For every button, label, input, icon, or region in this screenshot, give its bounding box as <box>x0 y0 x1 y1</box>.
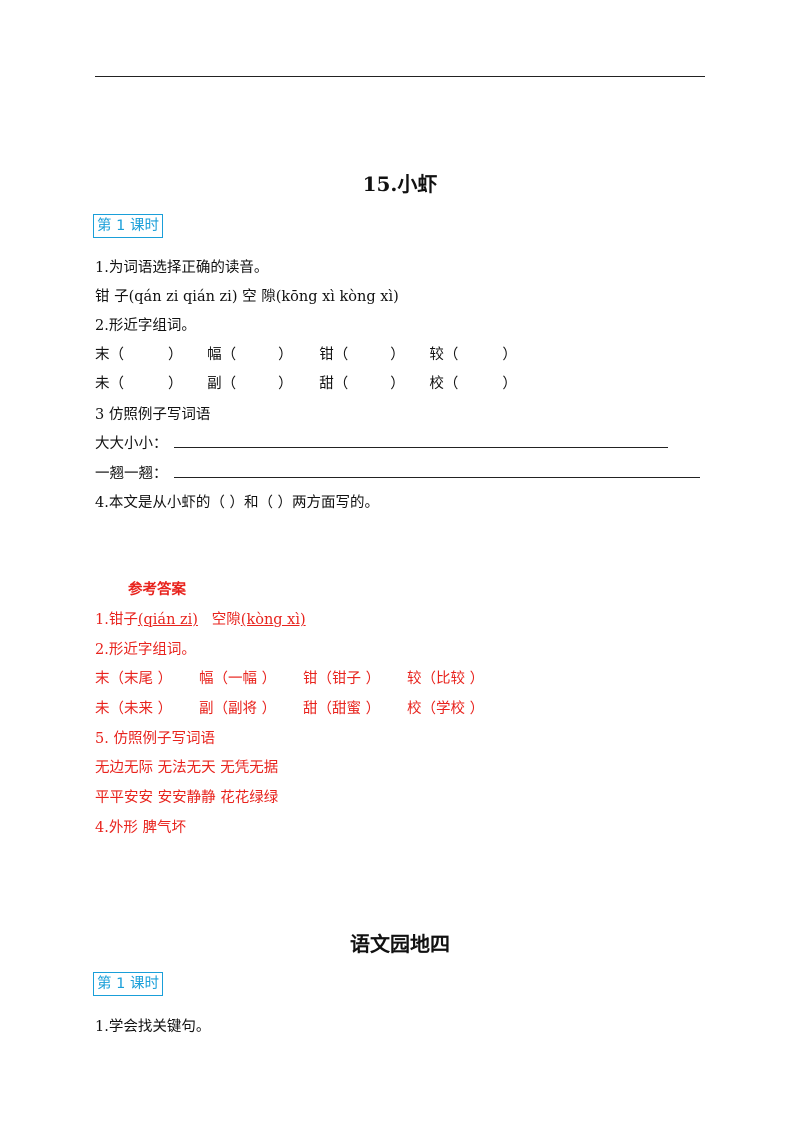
question-3: 3 仿照例子写词语 <box>95 407 211 423</box>
lesson-badge: 第 1 课时 <box>93 214 163 238</box>
answer-item: 未（未来 ） <box>95 701 173 717</box>
answer-2-row-1: 末（末尾 ） 幅（一幅 ） 钳（钳子 ） 较（比较 ） <box>95 667 511 688</box>
answer-item: 末（末尾 ） <box>95 671 173 687</box>
answer-2: 2.形近字组词。 <box>95 642 196 658</box>
section-question-1: 1.学会找关键句。 <box>95 1019 211 1035</box>
char-box-close: ） <box>278 376 293 392</box>
lesson-title: 15.小虾 <box>362 172 438 196</box>
answer-item: 校（学校 ） <box>407 701 485 717</box>
char-box: 甜（ <box>319 376 349 392</box>
answer-1-word-1: 1.钳子 <box>95 612 138 628</box>
answer-item: 钳（钳子 ） <box>303 671 381 687</box>
question-2: 2.形近字组词。 <box>95 318 196 334</box>
answer-1: 1.钳子(qián zi) 空隙(kòng xì) <box>95 608 306 629</box>
char-box-close: ） <box>502 347 517 363</box>
answer-item: 幅（一幅 ） <box>199 671 277 687</box>
char-box: 末（ <box>95 347 124 363</box>
char-box: 副（ <box>207 376 237 392</box>
char-box: 较（ <box>429 347 459 363</box>
question-2-row-2: 未（ ） 副（ ） 甜（ ） 校（ ） <box>95 372 517 393</box>
section-title: 语文园地四 <box>350 932 450 956</box>
answer-3-line-1: 无边无际 无法无天 无凭无据 <box>95 760 279 776</box>
char-box-close: ） <box>168 347 183 363</box>
answer-blank-b[interactable] <box>174 477 700 478</box>
char-box-close: ） <box>390 347 405 363</box>
answer-item: 较（比较 ） <box>407 671 485 687</box>
question-1: 1.为词语选择正确的读音。 <box>95 260 269 276</box>
answer-3: 5. 仿照例子写词语 <box>95 731 215 747</box>
question-2-row-1: 末（ ） 幅（ ） 钳（ ） 较（ ） <box>95 343 517 364</box>
answer-1-pinyin-2: (kòng xì) <box>240 612 306 628</box>
answer-1-word-2: 空隙 <box>211 612 241 628</box>
top-rule <box>95 76 705 77</box>
answer-item: 副（副将 ） <box>199 701 277 717</box>
char-box-close: ） <box>390 376 405 392</box>
char-box: 校（ <box>429 376 459 392</box>
section-badge: 第 1 课时 <box>93 972 163 996</box>
answer-1-pinyin-1: (qián zi) <box>137 612 198 628</box>
answer-item: 甜（甜蜜 ） <box>303 701 381 717</box>
answer-2-row-2: 未（未来 ） 副（副将 ） 甜（甜蜜 ） 校（学校 ） <box>95 697 511 718</box>
question-3-example-b: 一翘一翘： <box>95 466 168 482</box>
answer-4: 4.外形 脾气坏 <box>95 820 186 836</box>
char-box: 幅（ <box>207 347 237 363</box>
answer-3-line-2: 平平安安 安安静静 花花绿绿 <box>95 790 279 806</box>
char-box-close: ） <box>502 376 517 392</box>
answer-blank-a[interactable] <box>174 447 668 448</box>
answers-title: 参考答案 <box>128 581 186 598</box>
question-1-options: 钳 子(qán zi qián zi) 空 隙(kōng xì kòng xì) <box>95 289 399 305</box>
char-box: 未（ <box>95 376 124 392</box>
char-box-close: ） <box>168 376 183 392</box>
question-3-example-a: 大大小小： <box>95 436 168 452</box>
char-box-close: ） <box>278 347 293 363</box>
char-box: 钳（ <box>319 347 349 363</box>
question-4: 4.本文是从小虾的（ ）和（ ）两方面写的。 <box>95 495 380 511</box>
